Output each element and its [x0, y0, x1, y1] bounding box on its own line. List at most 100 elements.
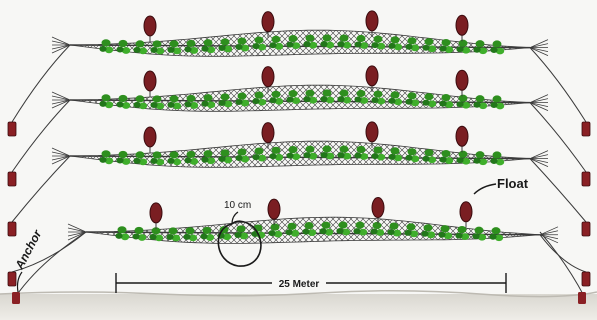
seaweed-leaf	[456, 101, 463, 107]
float-buoy	[144, 127, 156, 147]
seaweed-leaf	[391, 147, 400, 154]
seaweed-leaf	[475, 227, 484, 234]
float-2-4	[456, 70, 468, 96]
seaweed-leaf	[425, 38, 434, 45]
anchor-right	[582, 272, 590, 286]
anchor-left	[8, 222, 16, 236]
seaweed-leaf	[371, 42, 378, 48]
longline-4	[68, 217, 558, 243]
seaweed-leaf	[319, 228, 326, 234]
seaweed-leaf	[272, 147, 281, 154]
float-3-4	[456, 126, 468, 152]
seaweed-leaf	[170, 95, 179, 102]
seaweed-leaf	[136, 95, 145, 102]
seaweed-leaf	[493, 151, 502, 158]
anchor-right	[582, 222, 590, 236]
seaweed-leaf	[390, 223, 399, 230]
float-buoy	[144, 71, 156, 91]
seaweed-leaf	[306, 35, 315, 42]
seaweed-leaf	[388, 43, 395, 49]
seaweed-leaf	[422, 156, 429, 162]
seaweed-leaf	[459, 40, 468, 47]
seaweed-leaf	[170, 151, 179, 158]
seaweed-leaf	[184, 46, 191, 52]
float-4-4	[460, 202, 472, 228]
seaweed-leaf	[303, 152, 310, 158]
anchor-line-left	[12, 45, 70, 122]
seaweed-leaf	[204, 94, 213, 101]
seaweed-leaf	[354, 41, 361, 47]
seaweed-leaf	[387, 229, 394, 235]
seaweed-leaf	[116, 101, 123, 107]
length-annotation: 25 Meter	[116, 273, 506, 293]
anchor-right	[582, 172, 590, 186]
seaweed-leaf	[203, 227, 212, 234]
anchor-lines	[12, 45, 586, 296]
seaweed-leaf	[493, 40, 502, 47]
seaweed-leaf	[373, 222, 382, 229]
seaweed-leaf	[102, 39, 111, 46]
anchor-seabed-right	[578, 292, 586, 304]
float-4-1	[150, 203, 162, 229]
seaweed-leaf	[286, 97, 293, 103]
float-3-1	[144, 127, 156, 153]
seaweed-leaf	[320, 41, 327, 47]
seaweed-leaf	[238, 148, 247, 155]
seaweed-leaf	[405, 44, 412, 50]
seaweed-leaf	[238, 92, 247, 99]
seaweed-leaf	[153, 151, 162, 158]
longline-2	[52, 85, 548, 111]
seaweed-leaf	[169, 227, 178, 234]
seaweed-leaf	[476, 40, 485, 47]
seaweed-leaf	[441, 225, 450, 232]
seaweed-leaf	[269, 97, 276, 103]
seaweed-leaf	[102, 94, 111, 101]
seaweed-leaf	[357, 146, 366, 153]
seaweed-leaf	[439, 46, 446, 52]
seaweed-leaf	[336, 228, 343, 234]
seaweed-leaf	[187, 95, 196, 102]
seaweed-leaf	[323, 145, 332, 152]
seaweed-leaf	[456, 46, 463, 52]
seaweed-leaf	[456, 157, 463, 163]
seaweed-leaf	[136, 151, 145, 158]
seaweed-leaf	[421, 231, 428, 237]
float-buoy	[268, 199, 280, 219]
seaweed-leaf	[354, 96, 361, 102]
rope-end-strand	[530, 155, 548, 159]
rope-end-strand	[530, 44, 548, 48]
seaweed-leaf	[289, 146, 298, 153]
seaweed-leaf	[425, 93, 434, 100]
seaweed-leaf	[306, 146, 315, 153]
longline-3	[52, 141, 548, 167]
seaweed-leaf	[391, 91, 400, 98]
rope-end-strand	[52, 96, 70, 100]
seaweed-leaf	[150, 102, 157, 108]
seaweed-leaf	[269, 42, 276, 48]
float-1-1	[144, 16, 156, 42]
seaweed-leaf	[268, 230, 275, 236]
float-buoy	[262, 123, 274, 143]
seaweed-leaf	[339, 221, 348, 228]
seaweed-leaf	[237, 225, 246, 232]
seaweed-leaf	[424, 224, 433, 231]
seaweed-leaf	[255, 92, 264, 99]
seaweed-leaf	[408, 148, 417, 155]
seaweed-leaf	[458, 226, 467, 233]
seaweed-leaf	[472, 233, 479, 239]
seaweed-leaf	[204, 39, 213, 46]
seaweed-leaf	[289, 35, 298, 42]
seaweed-leaf	[150, 158, 157, 164]
seaweed-leaf	[405, 99, 412, 105]
anchor-left	[8, 172, 16, 186]
float-buoy	[262, 12, 274, 32]
seaweed-leaf	[404, 230, 411, 236]
rope-end-strand	[52, 41, 70, 45]
seaweed-leaf	[340, 90, 349, 97]
seaweed-leaf	[234, 232, 241, 238]
seaweed-leaf	[99, 46, 106, 52]
seaweed-leaf	[439, 157, 446, 163]
anchor-line-left	[12, 100, 70, 172]
seaweed-leaf	[201, 101, 208, 107]
